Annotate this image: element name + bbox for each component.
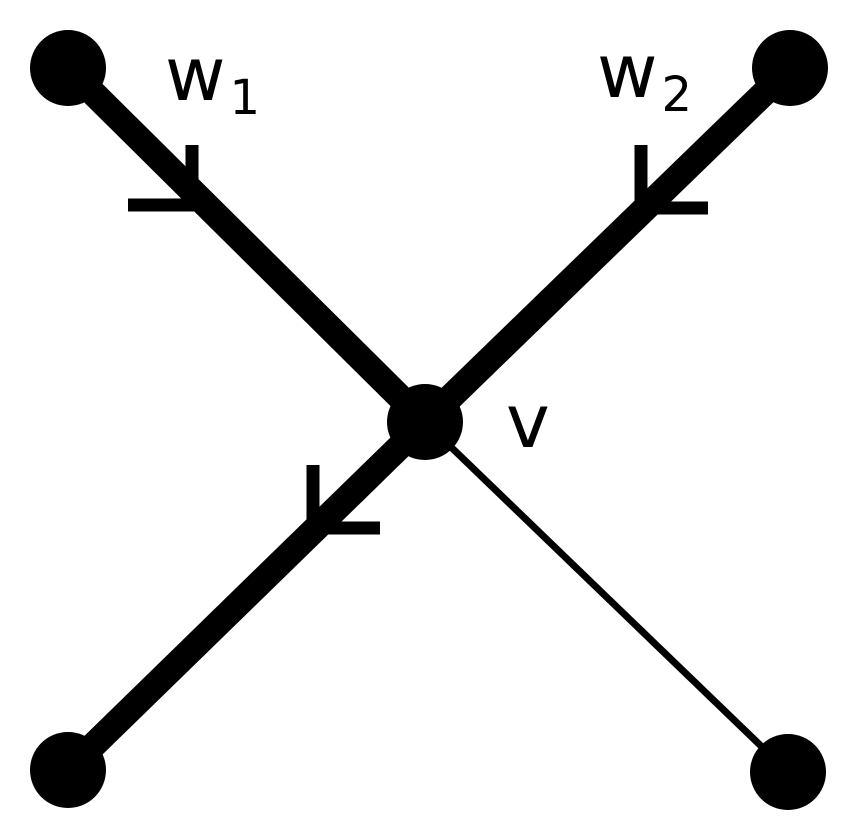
label-w1-subscript: 1 [230, 70, 261, 126]
edge-w2-to-v [412, 55, 803, 435]
label-w2-base: w [597, 29, 658, 115]
edge-v-to-bottom-right [421, 418, 792, 776]
node-v [387, 384, 463, 460]
label-v: v [506, 379, 550, 465]
arrow-marker-w1-v [128, 145, 199, 212]
node-bottom-right [750, 734, 826, 810]
label-w1-base: w [165, 32, 226, 118]
label-w1: w1 [165, 32, 260, 126]
label-w2-subscript: 2 [662, 67, 693, 123]
node-bottom-left [30, 732, 106, 808]
arrow-marker-v-bottom-left [306, 465, 380, 535]
arrow-marker-w2-v [634, 145, 708, 215]
label-w2: w2 [597, 29, 692, 123]
edge-v-to-bottom-left [55, 409, 438, 783]
node-w2 [752, 30, 828, 106]
node-w1 [30, 30, 106, 106]
edge-w1-to-v [55, 55, 438, 435]
